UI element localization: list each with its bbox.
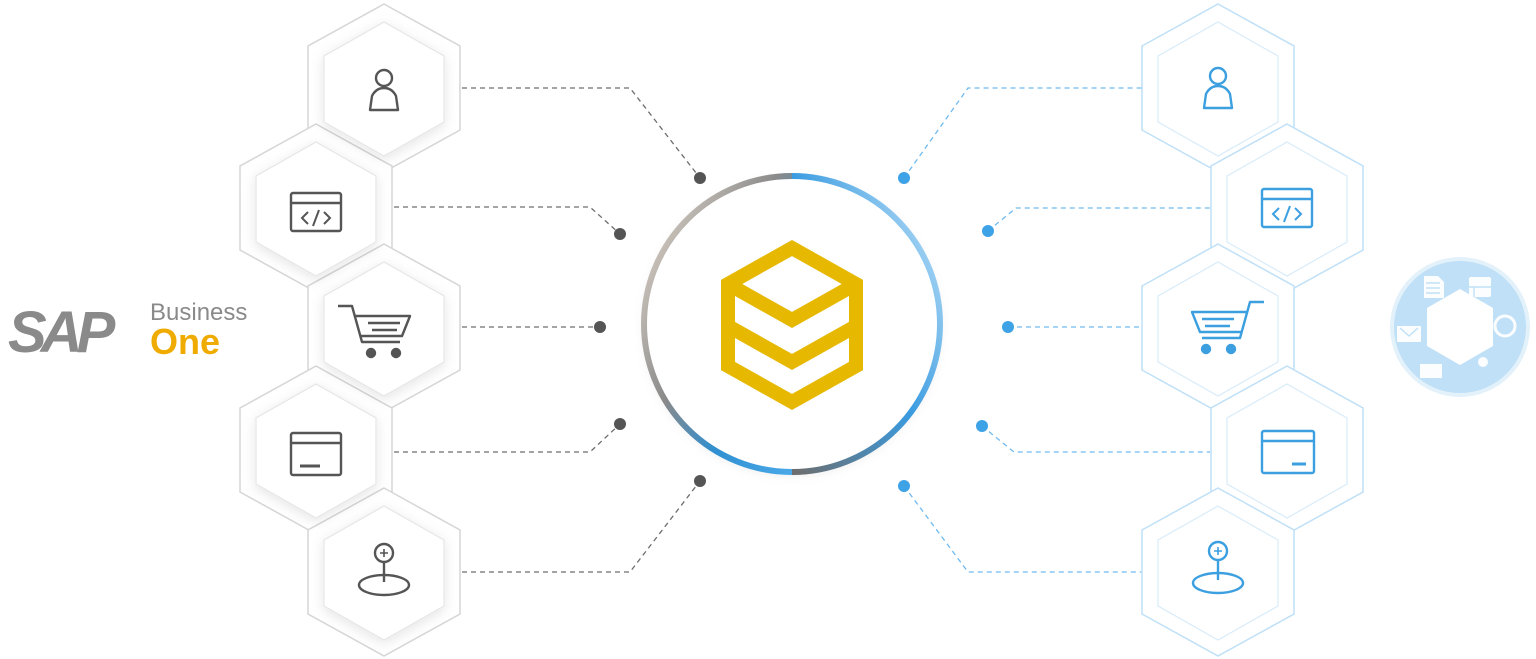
location-pin-icon bbox=[357, 542, 411, 597]
left-connector-2 bbox=[394, 206, 621, 235]
code-window-icon bbox=[289, 191, 343, 233]
location-pin-icon bbox=[1191, 540, 1245, 595]
left-connectors bbox=[394, 87, 701, 573]
sap-logo-one: One bbox=[150, 321, 221, 362]
left-connector-4 bbox=[394, 423, 621, 453]
right-dot-4 bbox=[976, 420, 988, 432]
right-hex-4-inner bbox=[1226, 383, 1348, 519]
hexagon-ring-icon bbox=[1390, 257, 1530, 397]
right-connector-5 bbox=[903, 485, 1142, 573]
credit-card-icon bbox=[289, 431, 343, 477]
layered-cube-icon bbox=[721, 239, 863, 411]
sap-business-one-logo: SAP Business One bbox=[8, 298, 268, 368]
left-dot-4 bbox=[614, 418, 626, 430]
left-connector-1 bbox=[462, 87, 701, 179]
hub-ring-right bbox=[791, 173, 943, 475]
right-dot-1 bbox=[898, 172, 910, 184]
sap-logo-word: SAP bbox=[8, 300, 115, 365]
left-dot-2 bbox=[614, 228, 626, 240]
shopping-cart-icon bbox=[338, 304, 412, 359]
right-connector-dots bbox=[898, 172, 1014, 492]
user-icon bbox=[1478, 357, 1488, 367]
right-hex-3-inner bbox=[1157, 261, 1279, 397]
right-connectors bbox=[903, 87, 1210, 573]
left-connector-5 bbox=[462, 480, 701, 573]
right-connector-2 bbox=[987, 207, 1210, 232]
shopping-cart-icon bbox=[1190, 300, 1264, 355]
right-hex-2-inner bbox=[1226, 141, 1348, 277]
document-icon bbox=[1424, 276, 1444, 298]
left-dot-3 bbox=[594, 321, 606, 333]
user-icon bbox=[368, 68, 400, 112]
left-dot-1 bbox=[694, 172, 706, 184]
left-connector-dots bbox=[594, 172, 706, 487]
right-dot-5 bbox=[898, 480, 910, 492]
right-hex-1-inner bbox=[1157, 21, 1279, 157]
refresh-icon bbox=[1493, 314, 1517, 338]
sap-logo-business: Business bbox=[150, 299, 248, 326]
right-dot-2 bbox=[982, 225, 994, 237]
user-icon bbox=[1202, 66, 1234, 110]
left-hex-4-inner bbox=[255, 383, 377, 519]
credit-card-icon bbox=[1260, 429, 1316, 475]
right-connector-4 bbox=[981, 425, 1210, 453]
left-hex-2-inner bbox=[255, 141, 377, 277]
right-dot-3 bbox=[1002, 321, 1014, 333]
code-window-icon bbox=[1260, 187, 1314, 229]
left-hex-inner-column bbox=[255, 21, 445, 641]
hub-ring-left bbox=[641, 173, 793, 475]
left-dot-5 bbox=[694, 475, 706, 487]
right-hex-inner-column bbox=[1157, 21, 1348, 641]
bar-chart-icon bbox=[1420, 364, 1442, 378]
center-hub bbox=[641, 173, 943, 475]
right-connector-1 bbox=[903, 87, 1142, 179]
